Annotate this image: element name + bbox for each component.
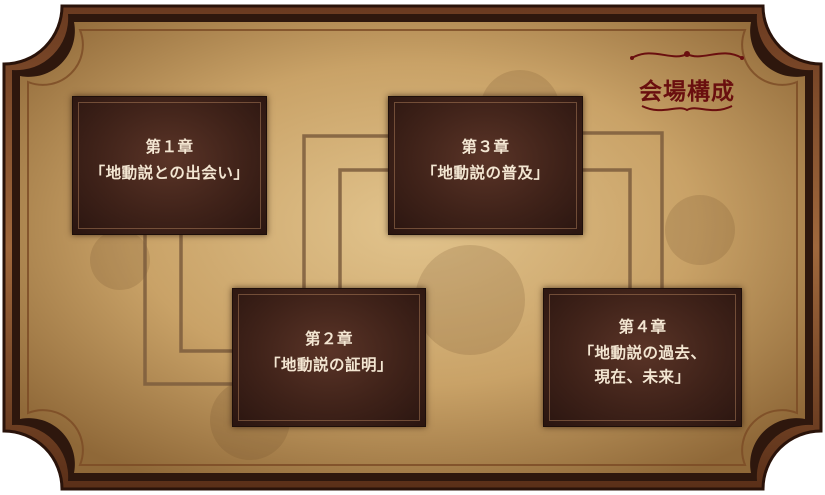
chapter-1-number: 第１章 xyxy=(145,137,194,156)
chapter-3-number: 第３章 xyxy=(461,137,510,156)
chapter-2-number: 第２章 xyxy=(304,329,353,348)
flourish-ornament-icon xyxy=(641,105,733,112)
chapter-2-title: 「地動説の証明」 xyxy=(264,355,393,374)
chapter-4-number: 第４章 xyxy=(618,317,667,336)
page-title: 会場構成 xyxy=(639,78,735,105)
chapter-4-title-line1: 「地動説の過去、 xyxy=(578,343,707,362)
chapter-3-title: 「地動説の普及」 xyxy=(421,163,550,182)
chapter-3-room: 第３章 「地動説の普及」 xyxy=(388,96,583,235)
chapter-4-title-line2: 現在、未来」 xyxy=(594,367,691,386)
chapter-1-title: 「地動説との出会い」 xyxy=(89,163,250,182)
venue-layout-heading: 会場構成 xyxy=(612,51,762,112)
chapter-1-room: 第１章 「地動説との出会い」 xyxy=(72,96,267,235)
chapter-2-room: 第２章 「地動説の証明」 xyxy=(232,288,426,427)
chapter-4-room: 第４章 「地動説の過去、 現在、未来」 xyxy=(543,288,742,427)
flourish-ornament-icon xyxy=(630,51,744,60)
